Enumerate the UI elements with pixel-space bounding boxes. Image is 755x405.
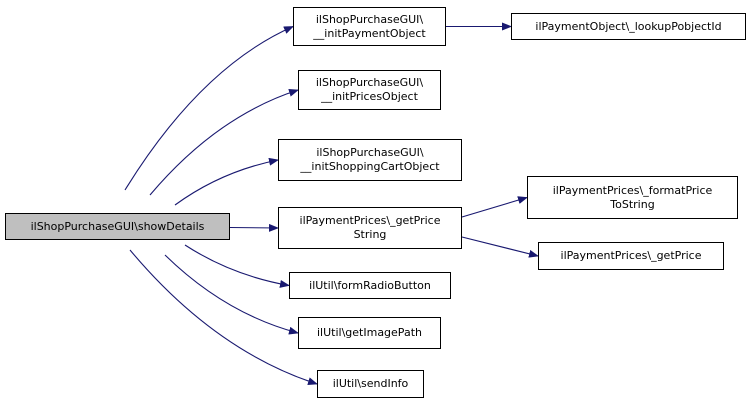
edge-getPriceString-to-getPrice bbox=[461, 236, 539, 258]
node-send-info[interactable]: ilUtil\sendInfo bbox=[317, 370, 424, 398]
node-form-radio-button[interactable]: ilUtil\formRadioButton bbox=[289, 272, 451, 299]
edge-root-to-initPayment bbox=[124, 25, 294, 191]
edge-root-to-getImage bbox=[164, 254, 299, 335]
node-init-payment-object[interactable]: ilShopPurchaseGUI\ __initPaymentObject bbox=[293, 7, 446, 46]
node-get-price-string[interactable]: ilPaymentPrices\_getPrice String bbox=[278, 207, 462, 249]
edge-root-to-initCart bbox=[174, 157, 279, 206]
edge-root-to-formRadio bbox=[184, 244, 290, 288]
node-init-shopping-cart-object[interactable]: ilShopPurchaseGUI\ __initShoppingCartObj… bbox=[278, 139, 462, 181]
node-get-image-path[interactable]: ilUtil\getImagePath bbox=[298, 317, 441, 349]
edge-root-to-getPriceString bbox=[229, 223, 279, 232]
edge-root-to-initPrices bbox=[149, 88, 299, 196]
edge-getPriceString-to-formatPrice bbox=[461, 196, 528, 218]
node-format-price-to-string[interactable]: ilPaymentPrices\_formatPrice ToString bbox=[527, 176, 738, 219]
edge-root-to-sendInfo bbox=[129, 249, 318, 386]
node-init-prices-object[interactable]: ilShopPurchaseGUI\ __initPricesObject bbox=[298, 70, 441, 110]
node-lookup-pobject-id[interactable]: ilPaymentObject\_lookupPobjectId bbox=[511, 13, 746, 40]
node-get-price[interactable]: ilPaymentPrices\_getPrice bbox=[538, 242, 724, 270]
node-showdetails[interactable]: ilShopPurchaseGUI\showDetails bbox=[5, 213, 230, 240]
